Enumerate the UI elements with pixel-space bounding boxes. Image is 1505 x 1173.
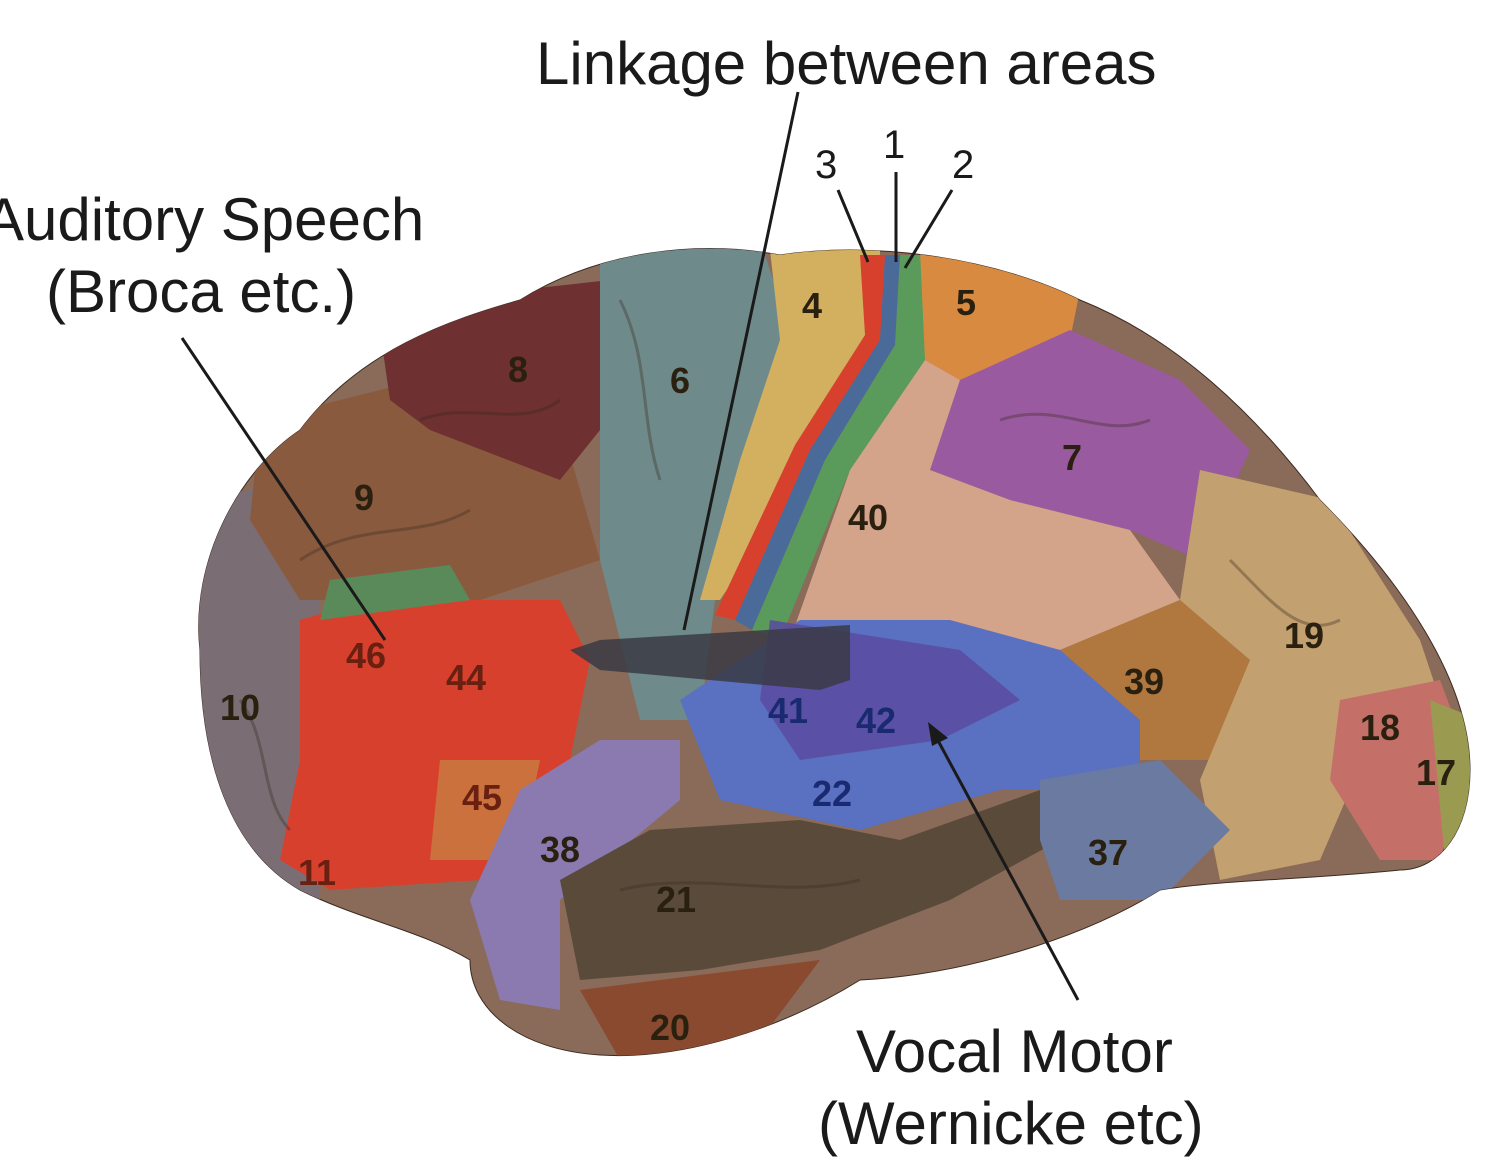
region-area-7 (930, 330, 1250, 560)
area-label-45: 45 (462, 777, 502, 818)
area-label-6: 6 (670, 360, 690, 401)
area-label-2: 2 (952, 143, 974, 187)
region-area-1 (735, 255, 900, 630)
area-label-1: 1 (883, 123, 905, 167)
area-label-46: 46 (346, 635, 386, 676)
area-label-38: 38 (540, 829, 580, 870)
label-auditory-line2: (Broca etc.) (46, 258, 357, 325)
pointer-linkage (682, 91, 800, 631)
area-label-8: 8 (508, 349, 528, 390)
region-area-3 (715, 255, 885, 620)
region-area-40 (790, 360, 1180, 650)
area-label-44: 44 (446, 657, 486, 698)
area-label-41: 41 (768, 690, 808, 731)
region-area-8 (380, 280, 610, 480)
area-label-10: 10 (220, 687, 260, 728)
arrowhead-vocal (928, 722, 948, 746)
region-area-37 (1040, 760, 1230, 900)
pointer-area-3 (836, 189, 870, 263)
pointer-lines (180, 91, 1080, 1001)
pointer-area-2 (903, 189, 954, 269)
area-label-9: 9 (354, 477, 374, 518)
region-green-strip (320, 565, 470, 620)
area-label-37: 37 (1088, 832, 1128, 873)
label-linkage: Linkage between areas (536, 30, 1157, 97)
pointer-auditory (180, 337, 387, 641)
area-label-42: 42 (856, 700, 896, 741)
label-auditory-line1: Auditory Speech (0, 186, 425, 253)
region-area-2 (752, 255, 925, 640)
region-area-19 (1180, 470, 1440, 880)
area-label-22: 22 (812, 773, 852, 814)
area-label-40: 40 (848, 497, 888, 538)
area-label-7: 7 (1062, 437, 1082, 478)
linkage-bar (570, 625, 850, 690)
area-label-18: 18 (1360, 707, 1400, 748)
label-vocal-line2: (Wernicke etc) (818, 1090, 1204, 1157)
region-area-4 (700, 250, 880, 600)
label-vocal-line1: Vocal Motor (856, 1018, 1173, 1085)
area-label-17: 17 (1416, 752, 1456, 793)
region-area-21 (560, 790, 1060, 980)
area-label-3: 3 (815, 143, 837, 187)
pointer-vocal (933, 734, 1080, 1001)
area-label-11: 11 (298, 852, 336, 893)
area-label-5: 5 (956, 282, 976, 323)
area-label-19: 19 (1284, 615, 1324, 656)
area-label-20: 20 (650, 1007, 690, 1048)
area-label-21: 21 (656, 879, 696, 920)
area-label-4: 4 (802, 285, 822, 326)
area-label-39: 39 (1124, 661, 1164, 702)
sulci-texture (238, 299, 1341, 892)
